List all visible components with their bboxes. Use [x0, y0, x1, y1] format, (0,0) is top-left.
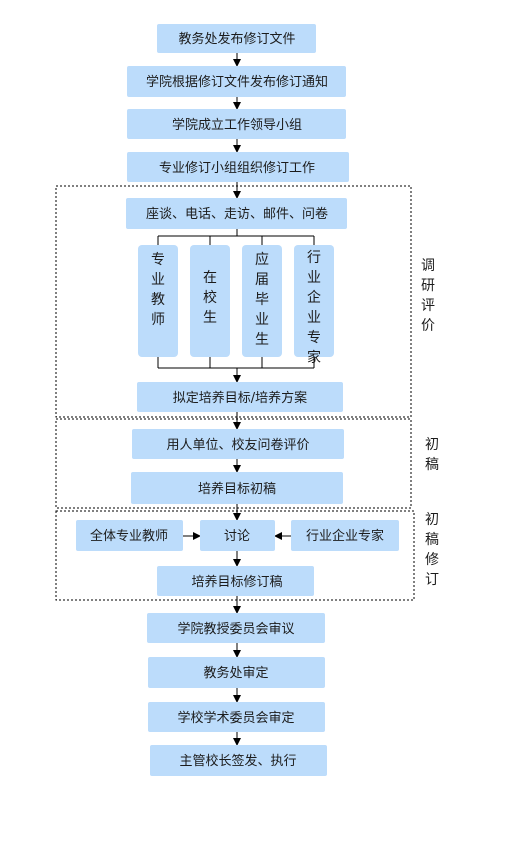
- node-n1-box: [157, 24, 316, 53]
- vertical-char: 师: [151, 312, 165, 328]
- vertical-char: 稿: [425, 457, 439, 473]
- node-n13-box: [150, 745, 327, 776]
- vertical-char: 教: [151, 292, 165, 308]
- node-c2-box: [190, 245, 230, 357]
- vertical-char: 价: [421, 318, 435, 334]
- node-c4-label: 行业企业专家: [307, 250, 321, 366]
- node-n12-box: [148, 702, 325, 732]
- node-n6-box: [137, 382, 343, 412]
- node-n5-box: [126, 198, 347, 229]
- vertical-char: 毕: [255, 292, 269, 308]
- node-c1-label: 专业教师: [151, 252, 165, 328]
- node-n4-box: [127, 152, 349, 182]
- group-frame-revision: [55, 510, 415, 601]
- node-n11-box: [148, 657, 325, 688]
- node-n8-box: [131, 472, 343, 504]
- node-n8-label: 培养目标初稿: [198, 481, 276, 497]
- node-n4-label: 专业修订小组组织修订工作: [159, 161, 315, 176]
- node-n9-label: 培养目标修订稿: [191, 574, 282, 590]
- node-n10-label: 学院教授委员会审议: [177, 621, 294, 637]
- node-n1-label: 教务处发布修订文件: [178, 31, 295, 47]
- vertical-char: 在: [203, 270, 217, 286]
- vertical-char: 校: [203, 289, 217, 306]
- node-c4-box: [294, 245, 334, 357]
- group-frame-research: [55, 185, 412, 418]
- node-d1-box: [76, 520, 183, 551]
- node-c3-label: 应届毕业生: [255, 251, 269, 348]
- vertical-char: 初: [425, 511, 439, 528]
- node-d1-label: 全体专业教师: [90, 528, 168, 544]
- group-label-draft: 初稿: [425, 436, 439, 473]
- node-n2-label: 学院根据修订文件发布修订通知: [146, 74, 328, 90]
- node-d2-box: [200, 520, 275, 551]
- vertical-char: 研: [421, 278, 435, 294]
- vertical-char: 初: [425, 436, 439, 453]
- vertical-char: 家: [307, 349, 321, 366]
- vertical-char: 生: [255, 332, 269, 348]
- group-frame-draft: [55, 418, 412, 509]
- vertical-char: 届: [255, 272, 269, 288]
- node-n10-box: [147, 613, 325, 643]
- group-label-revision: 初稿修订: [425, 511, 439, 588]
- vertical-char: 修: [425, 552, 439, 568]
- node-d3-label: 行业企业专家: [306, 528, 384, 544]
- node-n13-label: 主管校长签发、执行: [179, 753, 296, 769]
- node-c1-box: [138, 245, 178, 357]
- vertical-char: 行: [307, 250, 321, 266]
- node-d3-box: [291, 520, 399, 551]
- node-n3-label: 学院成立工作领导小组: [172, 117, 302, 133]
- node-n7-label: 用人单位、校友问卷评价: [166, 437, 309, 453]
- vertical-char: 应: [255, 251, 269, 268]
- vertical-char: 业: [255, 312, 269, 328]
- node-d2-label: 讨论: [224, 529, 250, 544]
- vertical-char: 专: [151, 252, 165, 268]
- node-n5-label: 座谈、电话、走访、邮件、问卷: [146, 206, 328, 222]
- vertical-char: 评: [421, 298, 435, 314]
- node-n11-label: 教务处审定: [203, 665, 268, 681]
- node-n6-label: 拟定培养目标/培养方案: [173, 390, 307, 406]
- vertical-char: 调: [421, 258, 435, 274]
- node-c3-box: [242, 245, 282, 357]
- vertical-char: 订: [425, 572, 439, 588]
- node-c2-label: 在校生: [203, 270, 217, 326]
- group-label-research: 调研评价: [421, 258, 435, 334]
- vertical-char: 稿: [425, 532, 439, 548]
- vertical-char: 业: [151, 272, 165, 288]
- node-n12-label: 学校学术委员会审定: [177, 710, 294, 726]
- vertical-char: 生: [203, 310, 217, 326]
- node-n3-box: [127, 109, 346, 139]
- node-n7-box: [132, 429, 344, 459]
- vertical-char: 业: [307, 310, 321, 326]
- vertical-char: 企: [307, 289, 321, 306]
- node-n2-box: [127, 66, 346, 97]
- vertical-char: 业: [307, 270, 321, 286]
- node-n9-box: [157, 566, 314, 596]
- vertical-char: 专: [307, 330, 321, 346]
